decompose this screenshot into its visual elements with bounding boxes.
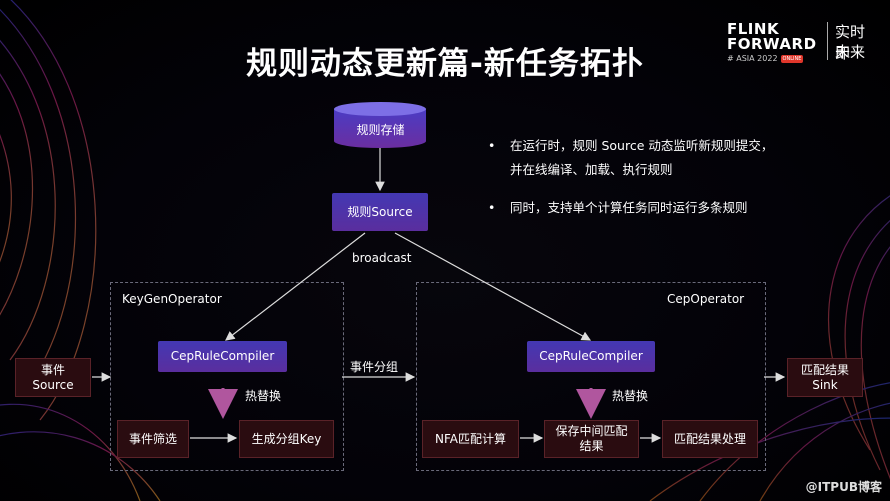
left-cep-rule-compiler: CepRuleCompiler: [158, 341, 287, 372]
match-sink-box: 匹配结果 Sink: [787, 358, 863, 397]
hot-swap-left-label: 热替换: [245, 389, 282, 403]
bullet-2: 同时，支持单个计算任务同时运行多条规则: [488, 196, 848, 220]
right-cep-rule-compiler: CepRuleCompiler: [527, 341, 655, 372]
save-mid-result-box: 保存中间匹配 结果: [544, 420, 639, 458]
bullet-list: 在运行时，规则 Source 动态监听新规则提交， 并在线编译、加载、执行规则 …: [488, 134, 848, 220]
logo-right2: 未来: [835, 43, 866, 61]
logo-line2: FORWARD: [727, 35, 817, 53]
rule-store-label: 规则存储: [356, 122, 405, 137]
logo-line1: FLINK: [727, 20, 780, 38]
broadcast-left-arrow: [225, 232, 366, 341]
bullet-1-cont: 并在线编译、加载、执行规则: [510, 162, 673, 177]
online-badge: ONLINE: [780, 55, 804, 63]
match-result-process-box: 匹配结果处理: [662, 420, 758, 458]
logo-right1: 实时即: [835, 23, 866, 62]
broadcast-label: broadcast: [352, 251, 412, 265]
keygen-operator-label: KeyGenOperator: [122, 292, 222, 306]
nfa-match-box: NFA匹配计算: [422, 420, 519, 458]
event-group-label: 事件分组: [350, 360, 399, 374]
logo-divider: [827, 22, 828, 60]
broadcast-right-arrow: [394, 232, 592, 341]
rule-source-box: 规则Source: [332, 193, 428, 231]
cep-operator-label: CepOperator: [667, 292, 745, 306]
gen-key-box: 生成分组Key: [239, 420, 334, 458]
bullet-1: 在运行时，规则 Source 动态监听新规则提交，: [488, 134, 848, 158]
event-filter-box: 事件筛选: [117, 420, 189, 458]
watermark: @ITPUB博客: [805, 480, 882, 494]
rule-store-cylinder: [334, 102, 426, 148]
hot-swap-right-label: 热替换: [612, 389, 649, 403]
page-title: 规则动态更新篇-新任务拓扑: [246, 46, 644, 82]
event-source-box: 事件 Source: [15, 358, 91, 397]
